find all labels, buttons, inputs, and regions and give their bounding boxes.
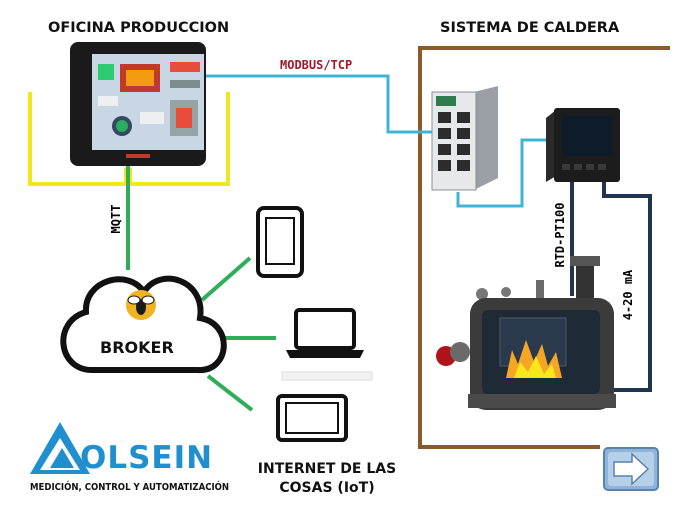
logo-tagline: MEDICIÓN, CONTROL Y AUTOMATIZACIÓN xyxy=(30,482,230,493)
arrow-right-icon[interactable] xyxy=(603,447,659,491)
logo-name: OLSEIN xyxy=(80,440,214,476)
iot-caption-line-2: COSAS (IoT) xyxy=(279,480,375,496)
modbus-label: MODBUS/TCP xyxy=(280,58,353,72)
logo-mark xyxy=(30,422,90,474)
broker-tablet-link xyxy=(206,374,254,412)
boiler-zone-border xyxy=(418,46,670,449)
broker-phone-link xyxy=(200,256,252,302)
laptop-icon xyxy=(281,308,373,381)
iot-caption-line-1: INTERNET DE LAS xyxy=(257,461,397,477)
switch-controller-cable xyxy=(456,138,548,208)
tablet-icon xyxy=(276,394,348,442)
boiler-title: SISTEMA DE CALDERA xyxy=(440,20,620,36)
bee-icon xyxy=(126,290,156,320)
office-title: OFICINA PRODUCCION xyxy=(48,20,230,36)
mqtt-label: MQTT xyxy=(109,204,123,234)
smartphone-icon xyxy=(256,206,304,278)
boiler-icon xyxy=(436,256,616,410)
modbus-cable xyxy=(205,74,440,134)
hmi-panel-icon xyxy=(70,42,206,166)
ethernet-switch-icon xyxy=(431,86,498,191)
analog-label: 4-20 mA xyxy=(621,269,635,321)
broker-label: BROKER xyxy=(100,338,174,357)
controller-icon xyxy=(546,108,620,182)
rtd-label: RTD-PT100 xyxy=(553,202,567,268)
iot-caption: INTERNET DE LAS COSAS (IoT) xyxy=(244,460,410,498)
analog-link xyxy=(602,182,652,392)
